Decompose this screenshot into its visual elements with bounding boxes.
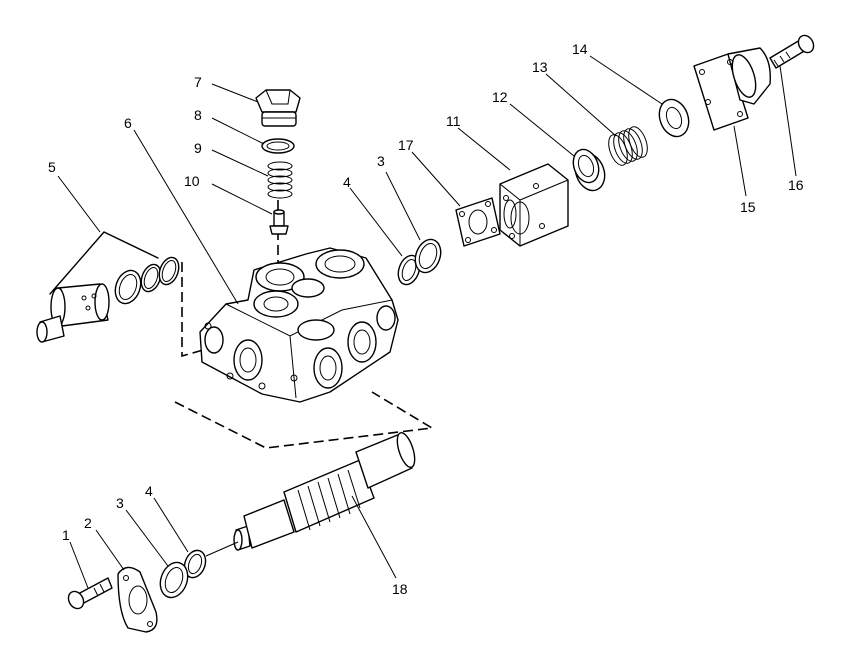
callout-6: 6 <box>124 115 132 131</box>
callout-5: 5 <box>48 159 56 175</box>
callout-7: 7 <box>194 74 202 90</box>
callout-14: 14 <box>572 41 588 57</box>
part-3-backup-ring-upper <box>414 238 442 274</box>
callout-2: 2 <box>84 515 92 531</box>
callout-15: 15 <box>740 199 756 215</box>
part-15-end-cap <box>693 47 771 131</box>
callout-13: 13 <box>532 59 548 75</box>
callout-4: 4 <box>145 483 153 499</box>
callout-8: 8 <box>194 107 202 123</box>
part-18-spool <box>205 432 416 557</box>
part-14-washer <box>658 98 690 138</box>
part-12-spring-seat <box>572 148 606 192</box>
callout-3: 3 <box>377 153 385 169</box>
callout-3: 3 <box>116 495 124 511</box>
part-11-adapter-block <box>499 163 569 247</box>
part-5-o-rings <box>114 256 180 305</box>
callout-16: 16 <box>788 177 804 193</box>
callout-4: 4 <box>343 174 351 190</box>
part-13-spring <box>608 126 648 166</box>
part-17-gasket <box>455 197 501 247</box>
part-2-flange-plate <box>117 566 158 633</box>
part-8-o-ring <box>261 138 295 154</box>
part-5-relief-cartridge <box>36 231 159 343</box>
part-16-screw <box>769 34 815 69</box>
part-3-backup-ring-lower <box>159 561 189 599</box>
leader-lines <box>57 55 797 589</box>
callout-12: 12 <box>492 89 508 105</box>
callout-9: 9 <box>194 140 202 156</box>
part-6-valve-body <box>199 247 399 403</box>
callout-10: 10 <box>184 173 200 189</box>
part-10-poppet <box>269 209 289 235</box>
callout-1: 1 <box>62 527 70 543</box>
part-4-o-ring-upper <box>397 254 421 286</box>
callout-numbers: 1 2 3 3 4 4 5 6 7 8 9 10 11 12 13 14 15 … <box>48 41 804 597</box>
callout-18: 18 <box>392 581 408 597</box>
part-4-o-ring-lower <box>183 549 207 579</box>
callout-17: 17 <box>398 137 414 153</box>
part-1-screw <box>67 577 113 610</box>
callout-11: 11 <box>446 113 461 129</box>
part-9-spring <box>267 161 293 199</box>
part-7-plug <box>255 89 301 127</box>
